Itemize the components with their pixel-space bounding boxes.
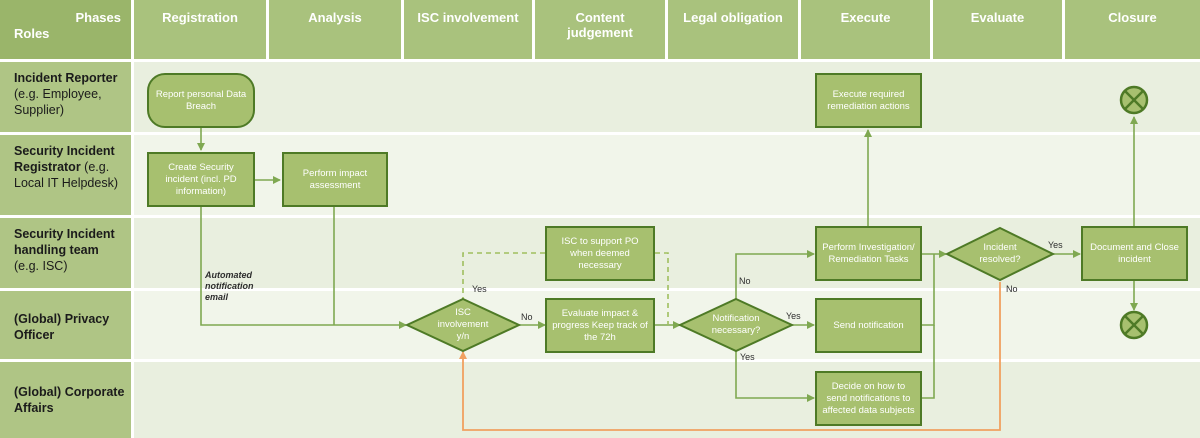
phase-analysis: Analysis (269, 0, 401, 59)
decision-notification-diamond (677, 297, 795, 353)
phases-label: Phases (75, 10, 121, 25)
end-symbol-top (1119, 85, 1149, 115)
arrow-send-join (922, 254, 935, 326)
phase-content-judgement: Content judgement (535, 0, 665, 59)
role-name: (Global) Corporate Affairs (14, 385, 125, 415)
role-name: Security Incident handling team (14, 227, 115, 257)
arrow-create-to-isc (200, 207, 407, 329)
label-resolved-yes: Yes (1048, 240, 1063, 250)
arrow-notification-yes-decide (735, 351, 815, 402)
step-decide-notifications[interactable]: Decide on how to send notifications to a… (815, 371, 922, 426)
lane-incident-reporter (134, 62, 1200, 132)
phase-execute: Execute (801, 0, 930, 59)
arrow-decide-join (922, 325, 935, 399)
step-isc-support[interactable]: ISC to support PO when deemed necessary (545, 226, 655, 281)
arrow-notification-no (735, 250, 815, 300)
step-report-breach[interactable]: Report personal Data Breach (147, 73, 255, 128)
phase-closure: Closure (1065, 0, 1200, 59)
phase-evaluate: Evaluate (933, 0, 1062, 59)
decision-isc-text[interactable]: ISC involvement y/n (437, 307, 489, 342)
role-incident-reporter: Incident Reporter (e.g. Employee, Supplie… (0, 62, 131, 132)
step-impact-assessment[interactable]: Perform impact assessment (282, 152, 388, 207)
role-security-incident-registrator: Security Incident Registrator (e.g. Loca… (0, 135, 131, 215)
label-automated-email: Automated notification email (205, 270, 254, 302)
decision-resolved-text[interactable]: Incident resolved? (979, 242, 1021, 265)
arrow-isc-support-return (655, 252, 669, 325)
role-example: (e.g. Local IT Helpdesk) (14, 160, 118, 190)
role-name: Security Incident Registrator (14, 144, 115, 174)
end-symbol-bottom (1119, 310, 1149, 340)
role-security-incident-handling-team: Security Incident handling team (e.g. ISC… (0, 218, 131, 288)
phase-isc-involvement: ISC involvement (404, 0, 532, 59)
decision-isc-diamond (404, 297, 522, 353)
arrow-isc-yes-dashed (462, 252, 545, 302)
role-name: (Global) Privacy Officer (14, 312, 110, 342)
decision-resolved-diamond (944, 226, 1056, 282)
header-corner: Phases Roles (0, 0, 131, 59)
role-name: Incident Reporter (14, 71, 118, 85)
phase-registration: Registration (134, 0, 266, 59)
decision-notification-text[interactable]: Notification necessary? (711, 313, 761, 336)
label-isc-no: No (521, 312, 533, 322)
role-corporate-affairs: (Global) Corporate Affairs (0, 362, 131, 438)
label-notification-yes-down: Yes (740, 352, 755, 362)
step-execute-remediation[interactable]: Execute required remediation actions (815, 73, 922, 128)
lane-corporate-affairs (134, 362, 1200, 438)
label-resolved-no: No (1006, 284, 1018, 294)
label-notification-yes-right: Yes (786, 311, 801, 321)
arrow-resolved-no-loop (459, 282, 1001, 431)
step-investigation[interactable]: Perform Investigation/ Remediation Tasks (815, 226, 922, 281)
role-privacy-officer: (Global) Privacy Officer (0, 291, 131, 359)
step-send-notification[interactable]: Send notification (815, 298, 922, 353)
role-example: (e.g. Employee, Supplier) (14, 87, 102, 117)
step-create-incident[interactable]: Create Security incident (incl. PD infor… (147, 152, 255, 207)
role-example: (e.g. ISC) (14, 259, 68, 273)
step-evaluate-impact[interactable]: Evaluate impact & progress Keep track of… (545, 298, 655, 353)
phase-legal-obligation: Legal obligation (668, 0, 798, 59)
label-isc-yes: Yes (472, 284, 487, 294)
label-notification-no: No (739, 276, 751, 286)
roles-label: Roles (14, 26, 50, 41)
step-document-close[interactable]: Document and Close incident (1081, 226, 1188, 281)
